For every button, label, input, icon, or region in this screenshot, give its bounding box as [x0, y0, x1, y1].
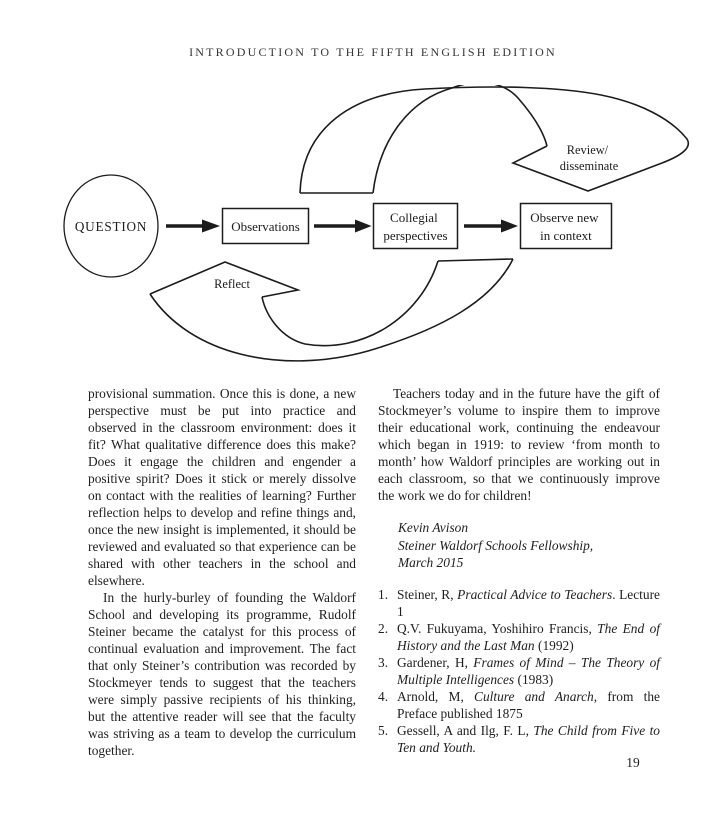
reference-text: . Lecture 1: [397, 586, 660, 619]
reference-title: The Child from Five to Ten and Youth.: [397, 722, 660, 755]
signature-line: Steiner Waldorf Schools Fellowship,: [398, 537, 594, 553]
body-paragraph: In the hurly-burley of founding the Wald…: [88, 590, 356, 758]
flow-arrow-1: [166, 219, 220, 233]
question-circle: [63, 174, 159, 278]
page-number: 19: [626, 755, 640, 770]
observations-label: Observations: [231, 219, 300, 234]
reference-number: 5.: [378, 722, 389, 738]
observations-box: Observations: [221, 207, 310, 245]
reference-item: 5. Gessell, A and Ilg, F. L, The Child fr…: [378, 722, 660, 756]
reflect-loop-arrow: Reflect: [149, 258, 514, 362]
question-label: QUESTION: [75, 219, 147, 234]
review-loop-arrow: Review/ disseminate: [299, 85, 690, 194]
reference-title: The End of History and the Last Man: [397, 620, 660, 653]
reference-text: , from the Preface published 1875: [397, 688, 660, 721]
page-title: INTRODUCTION TO THE FIFTH ENGLISH EDITIO…: [189, 45, 557, 59]
reference-text: Gardener, H,: [397, 654, 474, 670]
body-paragraph: provisional summation. Once this is done…: [88, 386, 356, 588]
reference-text: Arnold, M,: [397, 688, 475, 704]
reference-number: 3.: [378, 654, 389, 670]
reference-number: 1.: [378, 586, 389, 602]
reference-item: 3. Gardener, H, Frames of Mind – The Theo…: [378, 654, 660, 688]
reference-text: (1983): [514, 671, 554, 687]
collegial-perspectives-box: Collegial perspectives: [372, 202, 459, 250]
references-list: 1. Steiner, R, Practical Advice to Teache…: [378, 586, 660, 756]
reference-text: (1992): [534, 637, 574, 653]
reference-title: Practical Advice to Teachers: [457, 586, 613, 602]
reference-number: 2.: [378, 620, 389, 636]
reference-text: Gessell, A and Ilg, F. L,: [397, 722, 534, 738]
reference-item: 4. Arnold, M, Culture and Anarch, from th…: [378, 688, 660, 722]
reflect-label: Reflect: [214, 277, 250, 291]
collegial-perspectives-label: Collegial perspectives: [383, 210, 447, 243]
observe-new-in-context-box: Observe new in context: [519, 202, 613, 250]
right-column: Teachers today and in the future have th…: [378, 385, 660, 759]
reference-text: Steiner, R,: [397, 586, 458, 602]
reference-title: Frames of Mind – The Theory of Multiple …: [397, 654, 660, 687]
body-paragraph: Teachers today and in the future have th…: [378, 386, 660, 503]
signature-line: Kevin Avison: [398, 520, 469, 535]
reference-title: Culture and Anarch: [474, 688, 594, 704]
left-column: provisional summation. Once this is done…: [88, 385, 356, 759]
signature-line: March 2015: [398, 555, 464, 570]
reference-item: 1. Steiner, R, Practical Advice to Teache…: [378, 586, 660, 620]
flow-arrow-3: [464, 219, 518, 233]
flow-arrow-2: [314, 219, 372, 233]
text-columns: provisional summation. Once this is done…: [88, 385, 660, 759]
reference-item: 2. Q.V. Fukuyama, Yoshihiro Francis, The …: [378, 620, 660, 654]
reference-text: Q.V. Fukuyama, Yoshihiro Francis,: [397, 620, 598, 636]
signature-block: Kevin Avison Steiner Waldorf Schools Fel…: [398, 519, 660, 572]
flowchart-diagram: Review/ disseminate Reflect QUESTION: [63, 85, 690, 362]
reference-number: 4.: [378, 688, 389, 704]
review-disseminate-label: Review/ disseminate: [560, 143, 619, 173]
observe-new-in-context-label: Observe new in context: [530, 210, 601, 243]
